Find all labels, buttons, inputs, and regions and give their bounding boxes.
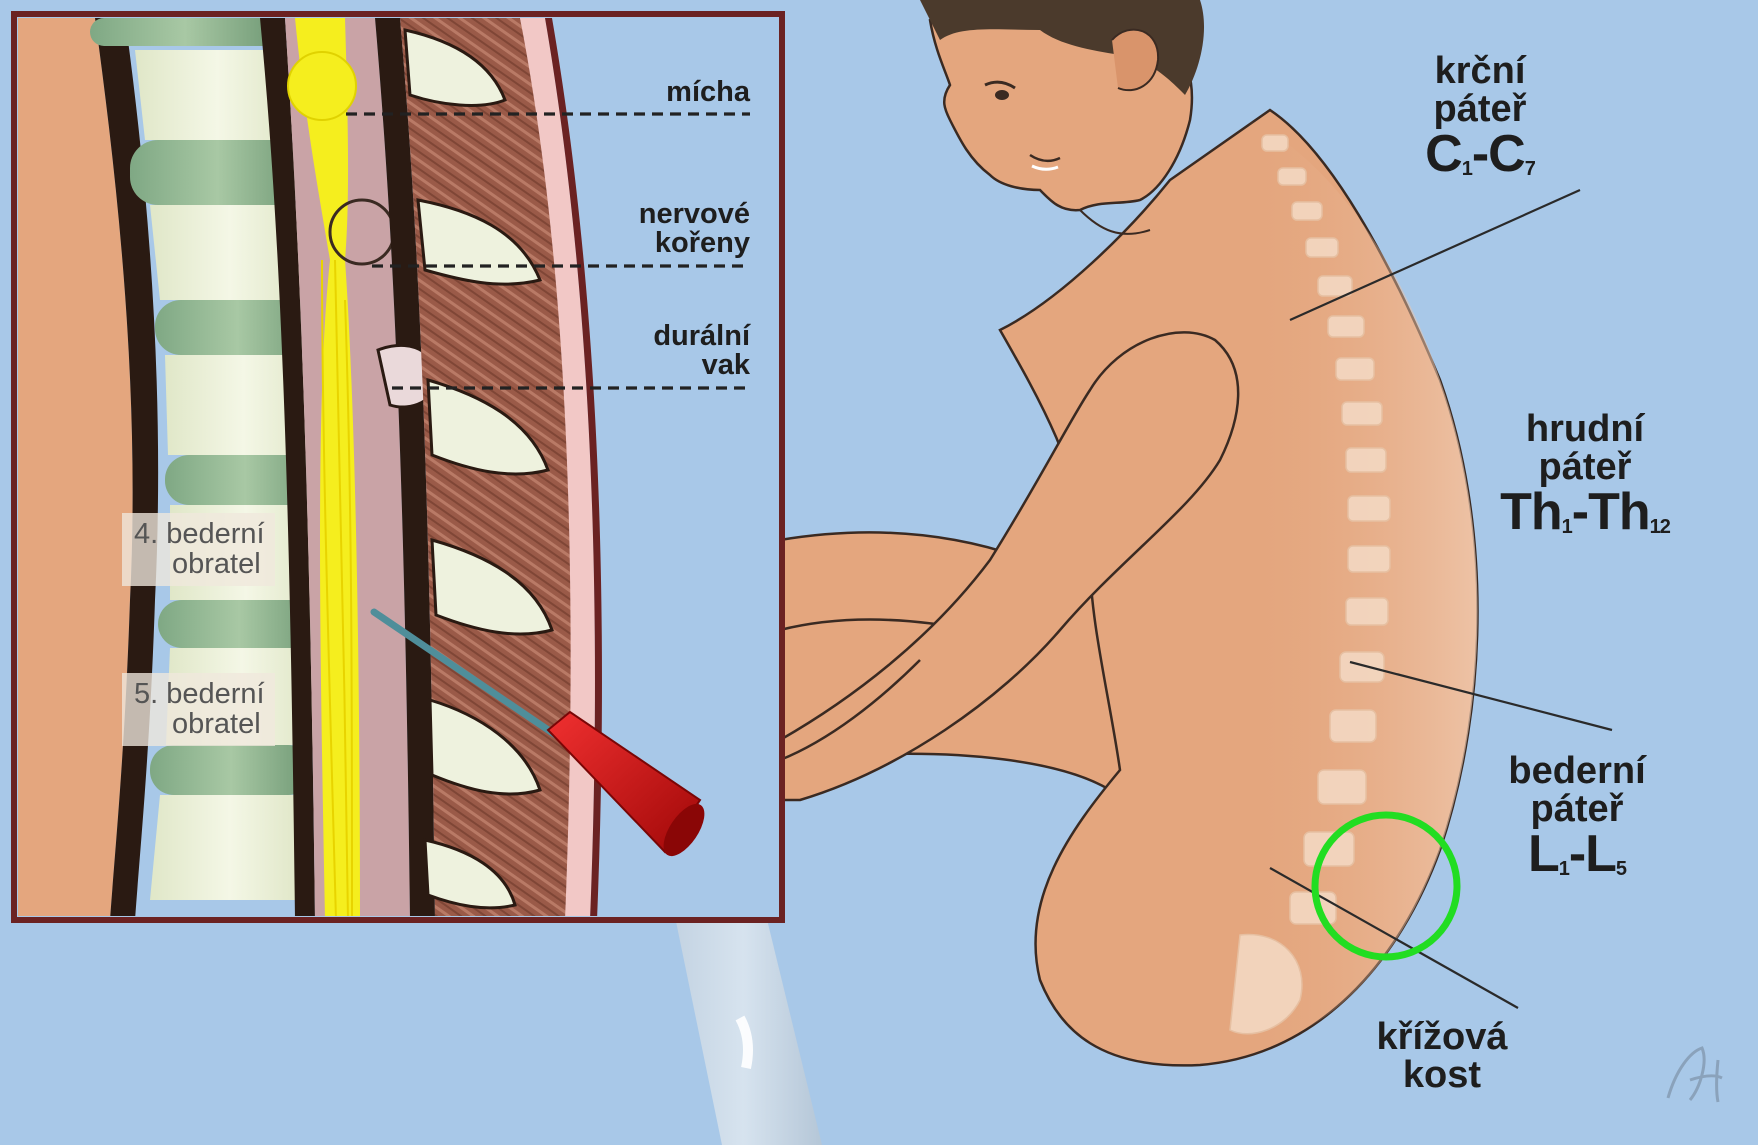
label-thoracic-spine: hrudní páteř Th1-Th12: [1470, 410, 1700, 538]
tag-5-bederni-obratel: 5. bederní obratel: [122, 673, 275, 746]
label-nervove-koreny: nervové kořeny: [570, 200, 750, 258]
label-lumbar-spine: bederní páteř L1-L5: [1472, 752, 1682, 880]
tag-4-bederni-obratel: 4. bederní obratel: [122, 513, 275, 586]
label-micha: mícha: [600, 78, 750, 107]
label-duralni-vak: durální vak: [570, 322, 750, 380]
label-sacrum: křížová kost: [1342, 1018, 1542, 1094]
label-cervical-spine: krční páteř C1-C7: [1380, 52, 1580, 180]
